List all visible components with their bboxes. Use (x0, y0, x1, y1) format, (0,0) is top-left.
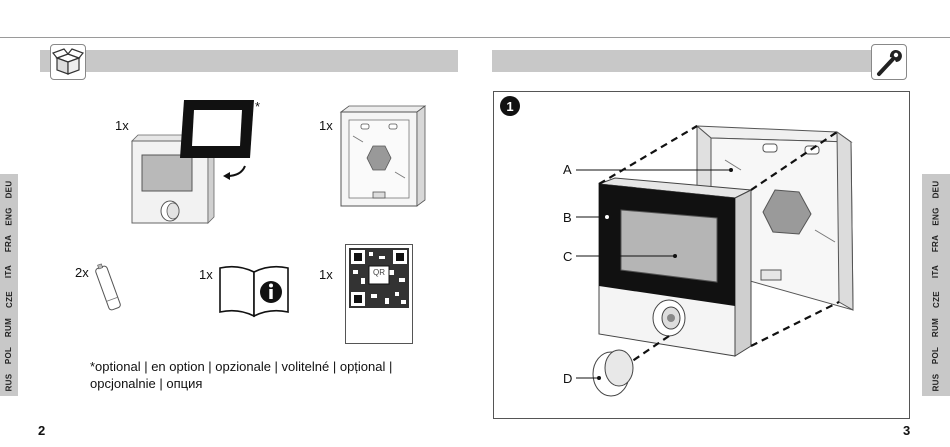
language-tab-right: DEU ENG FRA ITA CZE RUM POL RUS (922, 174, 950, 396)
battery-illustration (95, 263, 121, 311)
lang-rum[interactable]: RUM (931, 317, 941, 337)
lang-pol[interactable]: POL (931, 346, 941, 364)
wrench-icon (871, 44, 907, 80)
callout-c-label: C (563, 249, 573, 264)
lang-rus[interactable]: RUS (4, 373, 14, 391)
battery-quantity: 2x (75, 265, 89, 280)
qr-code-illustration (349, 248, 409, 308)
callout-b-label: B (563, 210, 572, 225)
page-number-right: 3 (903, 423, 911, 438)
lang-rus[interactable]: RUS (931, 373, 941, 391)
callout-lines (0, 0, 400, 300)
lang-ita[interactable]: ITA (931, 264, 941, 278)
left-section-bar (40, 50, 458, 72)
manual-quantity: 1x (199, 267, 213, 282)
wall-box-quantity: 1x (319, 118, 333, 133)
lang-deu[interactable]: DEU (931, 180, 941, 198)
manual-illustration (219, 265, 289, 318)
right-section-bar (492, 50, 907, 72)
qr-card-quantity: 1x (319, 267, 333, 282)
lang-fra[interactable]: FRA (931, 234, 941, 252)
qr-label: QR (373, 268, 385, 277)
wall-box-illustration (339, 105, 427, 207)
cover-frame-illustration (180, 100, 254, 158)
lang-pol[interactable]: POL (4, 346, 14, 364)
optional-asterisk: * (255, 99, 261, 114)
step-frame (493, 91, 910, 419)
lang-rum[interactable]: RUM (4, 317, 14, 337)
page-number-left: 2 (38, 423, 46, 438)
thermostat-quantity: 1x (115, 118, 129, 133)
package-box-icon (50, 44, 86, 80)
optional-footnote: *optional | en option | opzionale | voli… (90, 359, 393, 391)
top-rule (0, 37, 950, 38)
callout-d-label: D (563, 371, 573, 386)
lang-cze[interactable]: CZE (931, 290, 941, 308)
installation-illustration (592, 124, 854, 397)
lang-eng[interactable]: ENG (931, 206, 941, 226)
callout-a-label: A (563, 162, 572, 177)
curved-arrow-icon (223, 165, 246, 180)
step-number-badge: 1 (500, 96, 520, 116)
language-tab-left: DEU ENG FRA ITA CZE RUM POL RUS (0, 174, 18, 396)
